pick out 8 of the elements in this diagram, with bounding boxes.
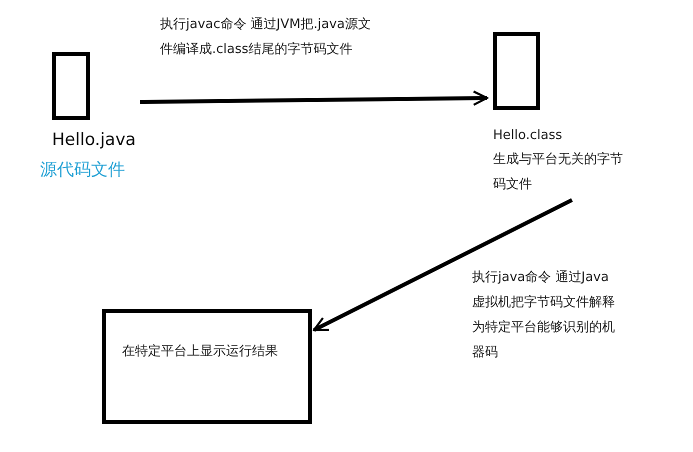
file-description: 源代码文件 <box>40 159 126 182</box>
file-name: Hello.class <box>493 127 564 145</box>
arrow <box>312 198 573 332</box>
file-description: 生成与平台无关的字节码文件 <box>493 151 624 194</box>
result-box <box>102 309 312 424</box>
file-name: Hello.java <box>52 129 137 152</box>
arrow <box>140 90 488 106</box>
node-text: 在特定平台上显示运行结果 <box>122 343 279 361</box>
